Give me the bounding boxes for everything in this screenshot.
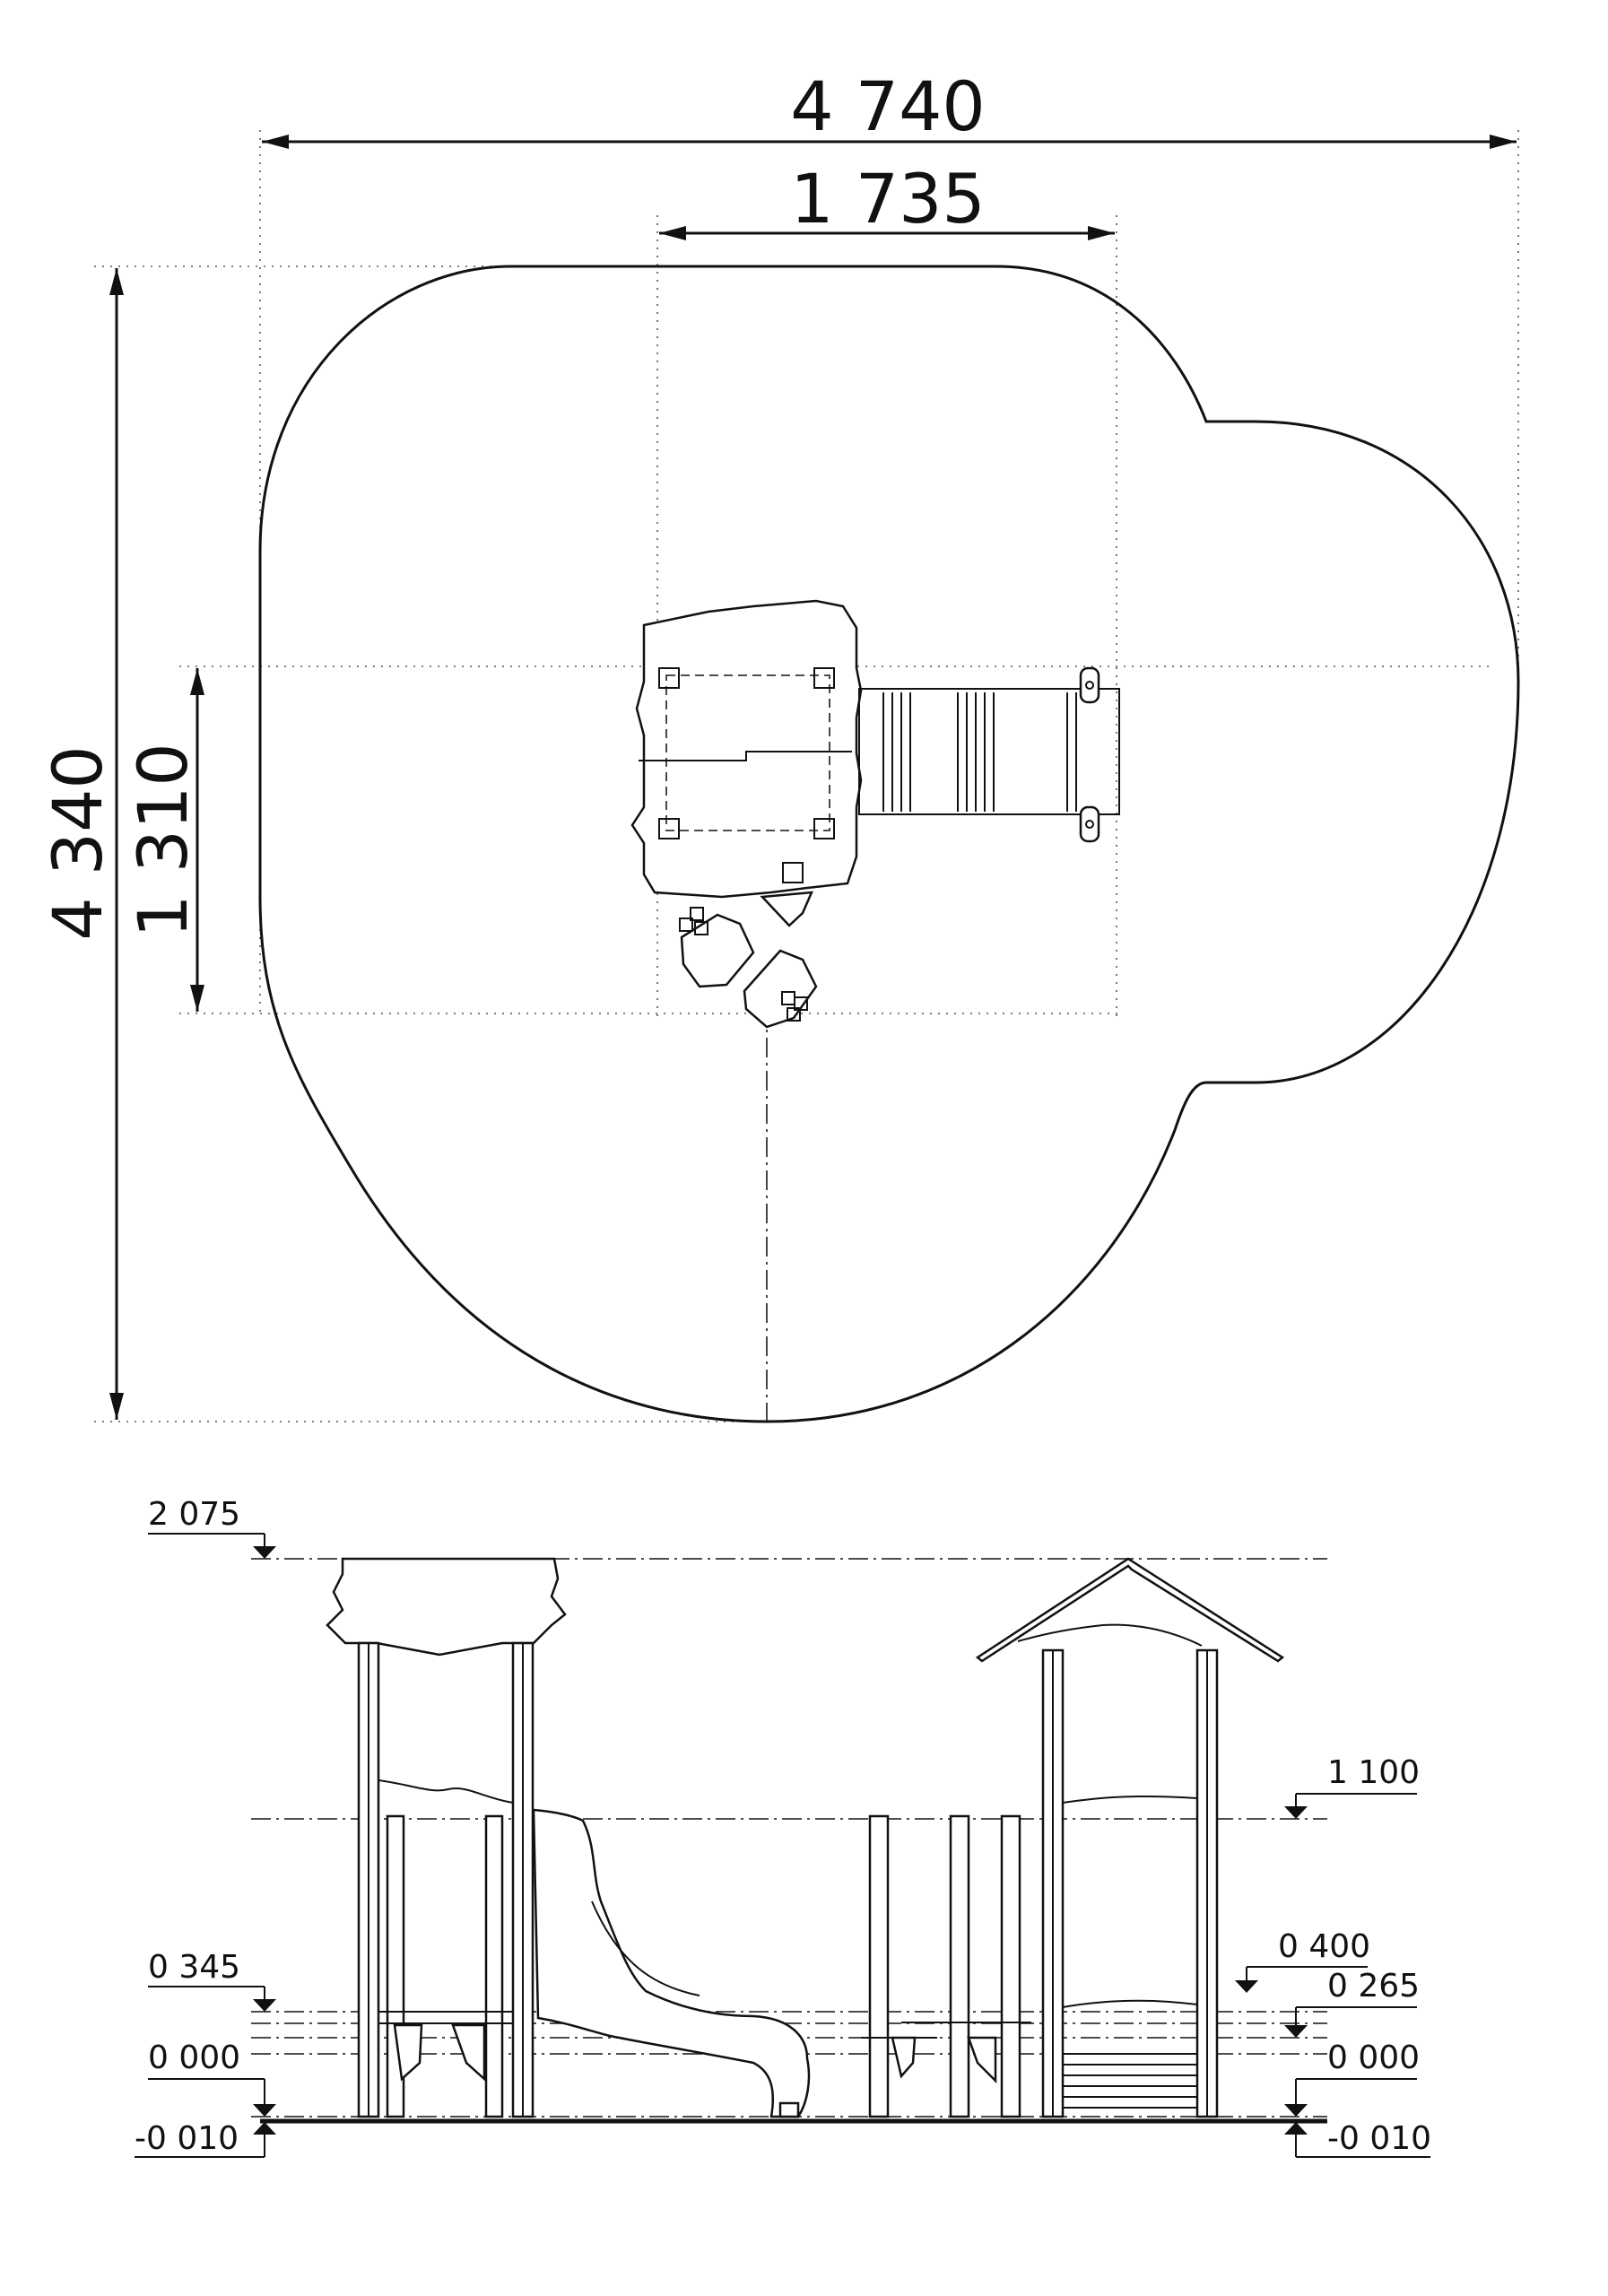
level-marker-right-step1: 0 400 <box>1235 1928 1370 1993</box>
dimension-overall-depth: 4 340 <box>38 268 124 1420</box>
level-marker-right-neg: -0 010 <box>1284 2120 1431 2158</box>
elevation-table-area <box>861 1814 1031 2118</box>
dimension-overall-width: 4 740 <box>262 66 1517 149</box>
inner-width-label: 1 735 <box>790 159 986 239</box>
svg-text:1 100: 1 100 <box>1327 1754 1420 1791</box>
level-marker-left-mid: 0 345 <box>148 1949 276 2012</box>
plan-structure <box>630 599 1120 1029</box>
dimension-inner-width: 1 735 <box>659 159 1115 240</box>
safety-zone-outline <box>258 265 1520 1423</box>
svg-text:-0 010: -0 010 <box>135 2120 239 2157</box>
svg-text:0 345: 0 345 <box>148 1949 240 1986</box>
elevation-ladder <box>1063 2053 1197 2109</box>
plan-view: 4 740 1 735 4 340 1 310 <box>38 66 1520 1423</box>
dimension-inner-depth: 1 310 <box>123 668 204 1012</box>
level-marker-left-zero: 0 000 <box>148 2039 276 2117</box>
overall-width-label: 4 740 <box>790 66 986 146</box>
level-marker-right-zero: 0 000 <box>1284 2039 1420 2117</box>
svg-text:2 075: 2 075 <box>148 1496 240 1533</box>
plan-post-clusters <box>679 907 808 1022</box>
svg-text:0 000: 0 000 <box>148 2039 240 2076</box>
plan-slide-steps <box>882 692 1077 812</box>
level-marker-right-step2: 0 265 <box>1284 1968 1420 2038</box>
level-marker-left-top: 2 075 <box>148 1496 276 1559</box>
svg-text:-0 010: -0 010 <box>1327 2120 1431 2157</box>
inner-depth-label: 1 310 <box>123 743 203 938</box>
elevation-right-tower <box>975 1557 1285 2118</box>
svg-text:0 265: 0 265 <box>1327 1968 1420 2005</box>
level-marker-left-neg: -0 010 <box>135 2120 276 2158</box>
elevation-left-tower <box>326 1557 567 2118</box>
elevation-view: 2 075 0 345 0 000 -0 010 1 100 <box>135 1496 1431 2158</box>
level-marker-right-platform: 1 100 <box>1284 1754 1420 1819</box>
elevation-slide <box>532 1808 811 2118</box>
overall-depth-label: 4 340 <box>38 745 117 941</box>
svg-text:0 000: 0 000 <box>1327 2039 1420 2076</box>
svg-text:0 400: 0 400 <box>1278 1928 1370 1965</box>
